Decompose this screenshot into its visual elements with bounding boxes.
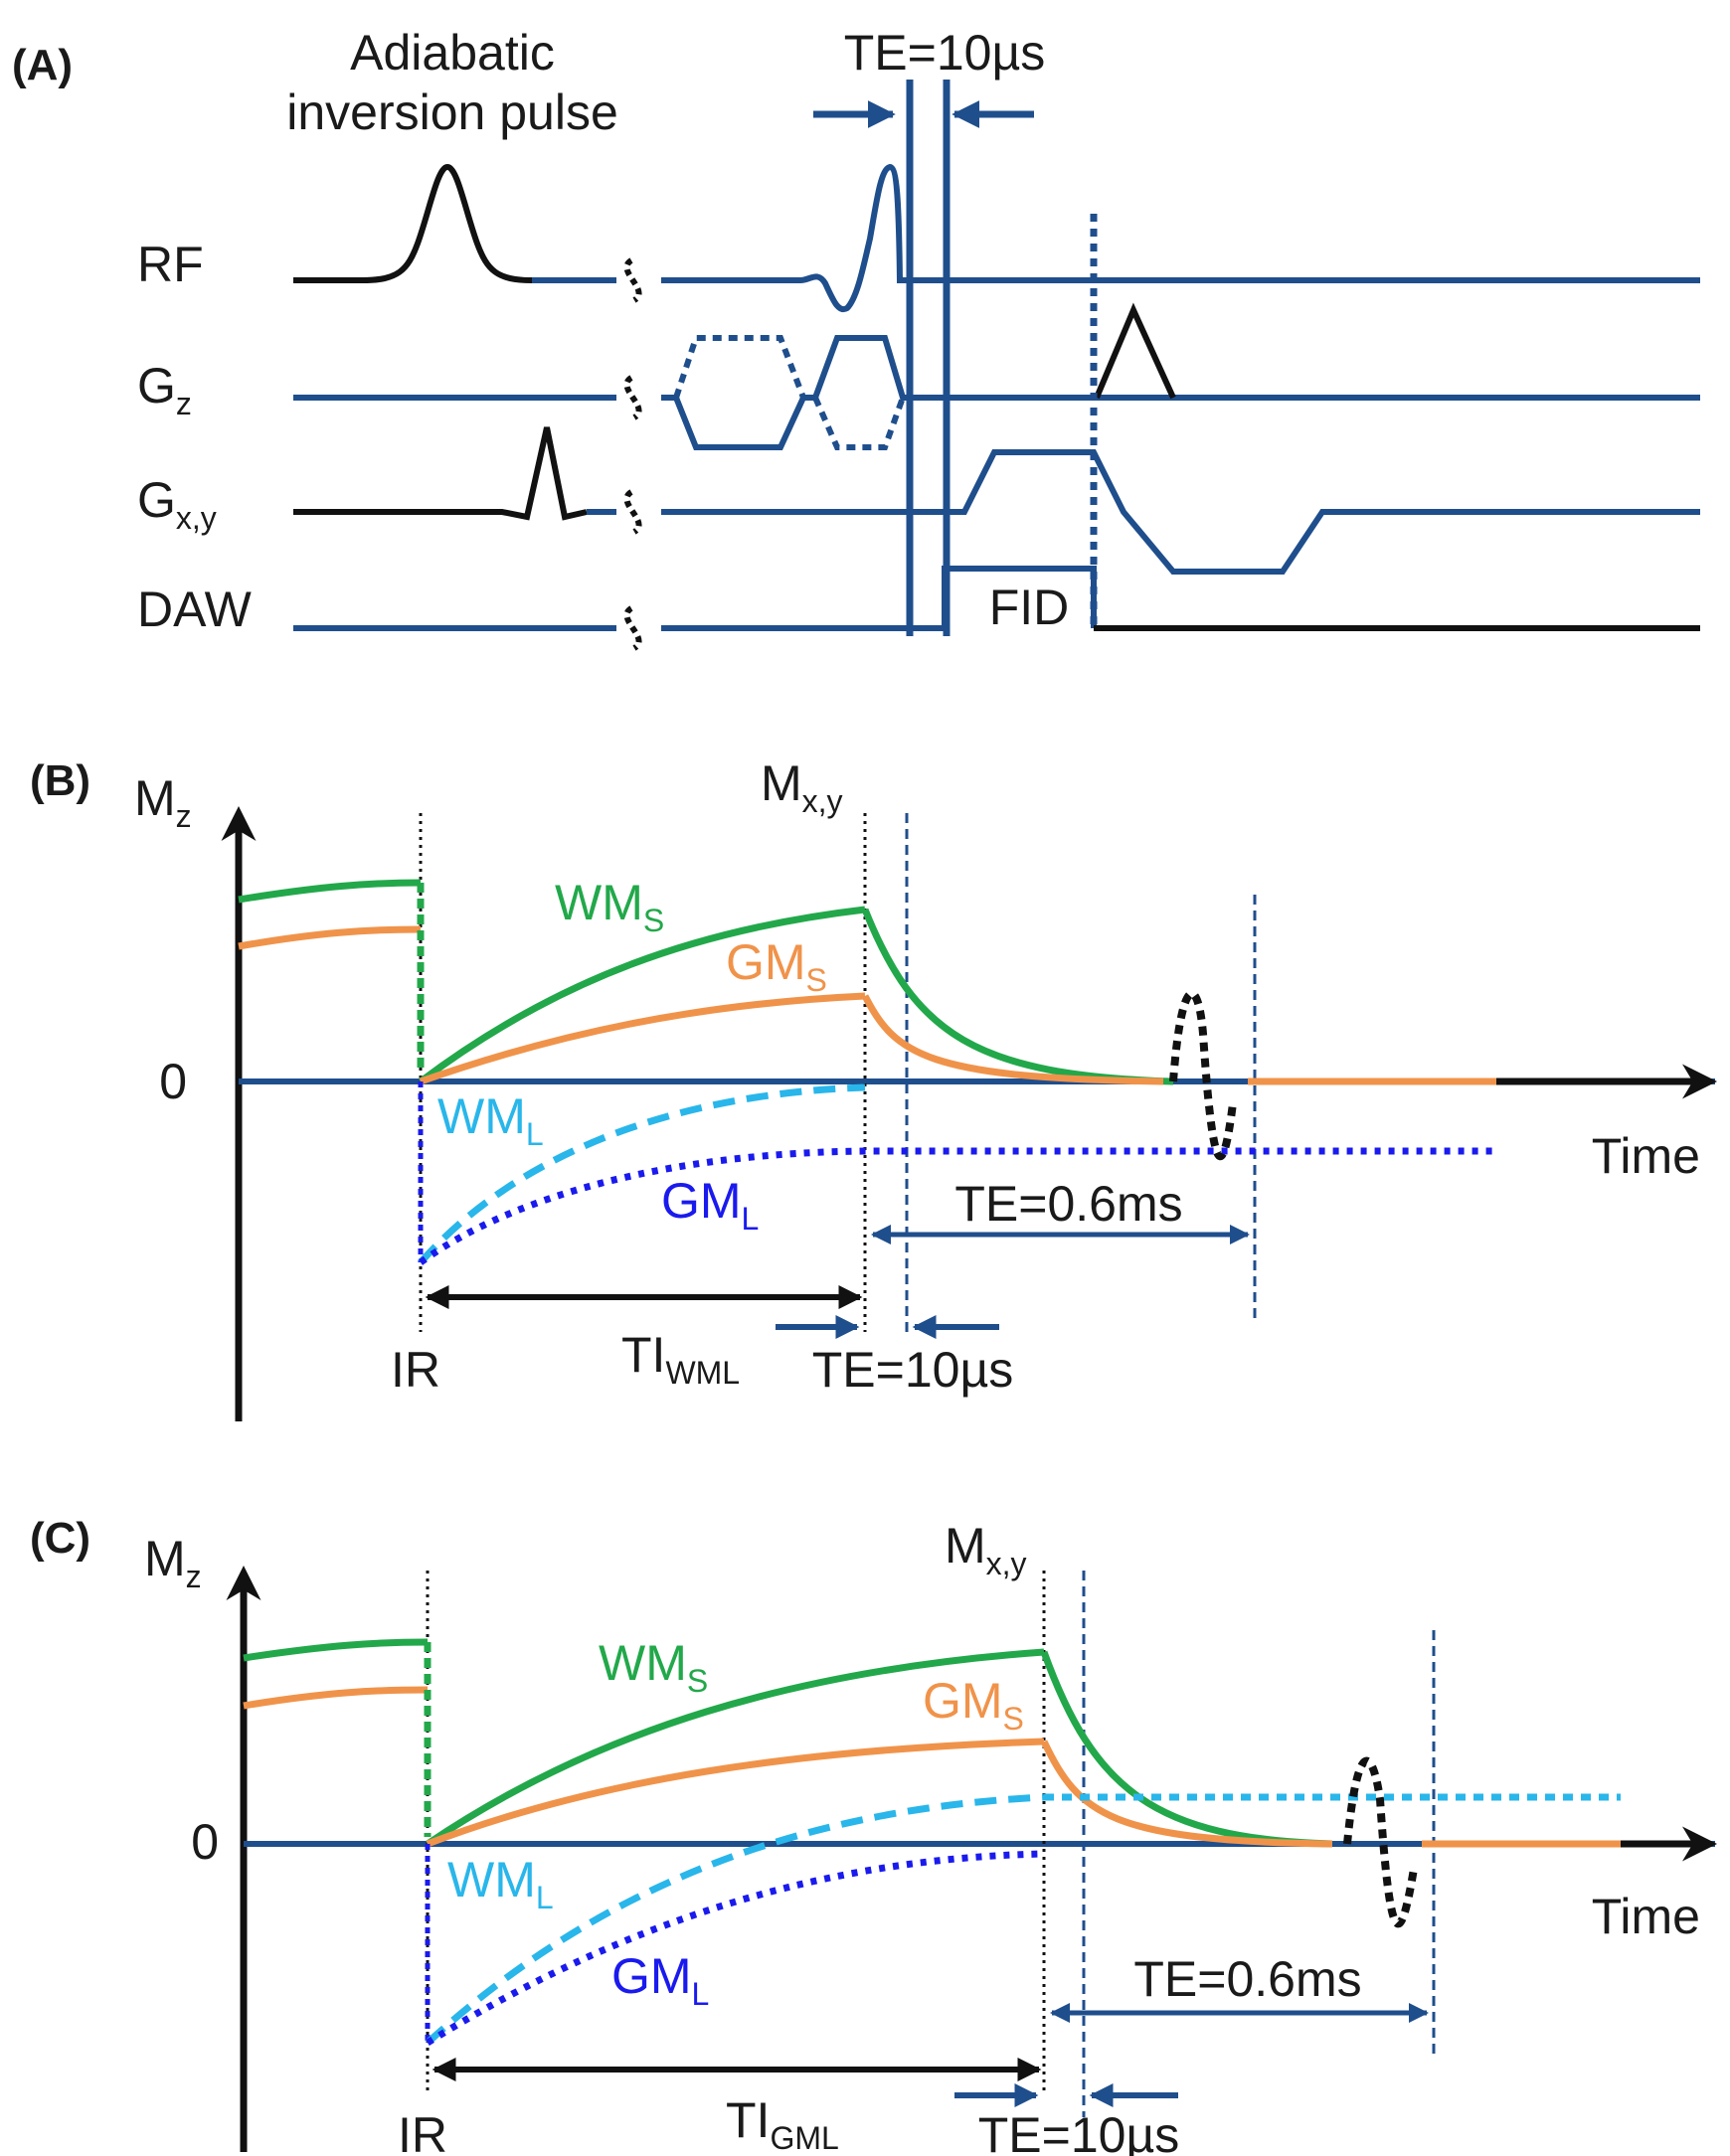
- rf-row-label: RF: [137, 237, 204, 292]
- b-mz-label: Mz: [134, 770, 192, 834]
- c-mz-label: Mz: [144, 1531, 202, 1594]
- b-squiggle: [1169, 989, 1237, 1161]
- c-gm-short-pre: [243, 1686, 429, 1710]
- panel-a: (A) Adiabatic inversion pulse TE=10µs RF…: [12, 25, 1700, 651]
- c-gm-short-recovery: [426, 1738, 1045, 1848]
- b-wm-long-curve: [418, 1083, 866, 1265]
- c-gm-short-decay: [1040, 1740, 1333, 1848]
- b-wm-short-pre: [238, 879, 422, 904]
- panel-c: (C) Mz 0 Time Mx,y WMS GMS WML GML: [30, 1514, 1717, 2156]
- pulse-title-line1: Adiabatic: [350, 25, 555, 81]
- c-gm-short-label: GMS: [923, 1673, 1024, 1737]
- b-wm-short-label: WMS: [555, 875, 664, 938]
- b-wm-short-recovery: [418, 906, 866, 1084]
- c-te-long-label: TE=0.6ms: [1133, 1951, 1361, 2007]
- c-te-short-label: TE=10µs: [978, 2107, 1180, 2156]
- panel-b-label: (B): [30, 756, 90, 805]
- b-wm-long-label: WML: [437, 1088, 544, 1152]
- te-10us-label-a: TE=10µs: [844, 25, 1046, 81]
- c-wm-short-decay: [1040, 1650, 1333, 1848]
- c-wm-long-label: WML: [447, 1852, 554, 1915]
- c-gm-long-label: GML: [611, 1948, 709, 2012]
- b-te-long-label: TE=0.6ms: [954, 1176, 1182, 1232]
- b-mxy-label: Mx,y: [761, 755, 843, 819]
- fid-label: FID: [989, 580, 1070, 635]
- b-ir-label: IR: [391, 1342, 440, 1398]
- c-wm-long-curve: [425, 1793, 1045, 2046]
- b-gm-short-decay: [861, 994, 1164, 1085]
- b-gm-short-recovery: [419, 992, 866, 1085]
- c-wm-short-pre: [243, 1638, 429, 1662]
- c-gm-long-curve: [426, 1850, 1045, 2046]
- b-zero-label: 0: [159, 1054, 187, 1109]
- gxy-row-label: Gx,y: [137, 472, 217, 536]
- b-gm-short-label: GMS: [726, 934, 827, 998]
- b-ti-label: TIWML: [621, 1327, 740, 1391]
- panel-a-label: (A): [12, 41, 73, 89]
- b-wm-short-decay: [861, 908, 1174, 1085]
- c-zero-label: 0: [191, 1814, 219, 1870]
- daw-row-label: DAW: [137, 581, 253, 637]
- break-symbols: [623, 257, 642, 651]
- gz-waveform: [293, 302, 1700, 450]
- c-time-label: Time: [1592, 1889, 1700, 1944]
- c-wm-short-label: WMS: [599, 1635, 708, 1699]
- b-time-label: Time: [1592, 1128, 1700, 1184]
- c-ti-label: TIGML: [726, 2092, 839, 2156]
- b-te-short-label: TE=10µs: [812, 1342, 1014, 1398]
- pulse-title-line2: inversion pulse: [286, 84, 618, 140]
- panel-b: (B) Mz 0 Time Mx,y WMS GMS WML GML: [30, 755, 1717, 1421]
- gxy-waveform: [293, 426, 1700, 575]
- c-wm-short-recovery: [426, 1648, 1045, 1847]
- c-ir-label: IR: [398, 2107, 447, 2156]
- panel-c-label: (C): [30, 1514, 90, 1563]
- gz-row-label: Gz: [137, 358, 192, 421]
- b-gm-long-label: GML: [661, 1173, 759, 1237]
- rf-waveform: [293, 163, 1700, 313]
- c-mxy-label: Mx,y: [945, 1518, 1027, 1581]
- c-squiggle: [1343, 1756, 1418, 1928]
- b-gm-short-pre: [238, 925, 422, 950]
